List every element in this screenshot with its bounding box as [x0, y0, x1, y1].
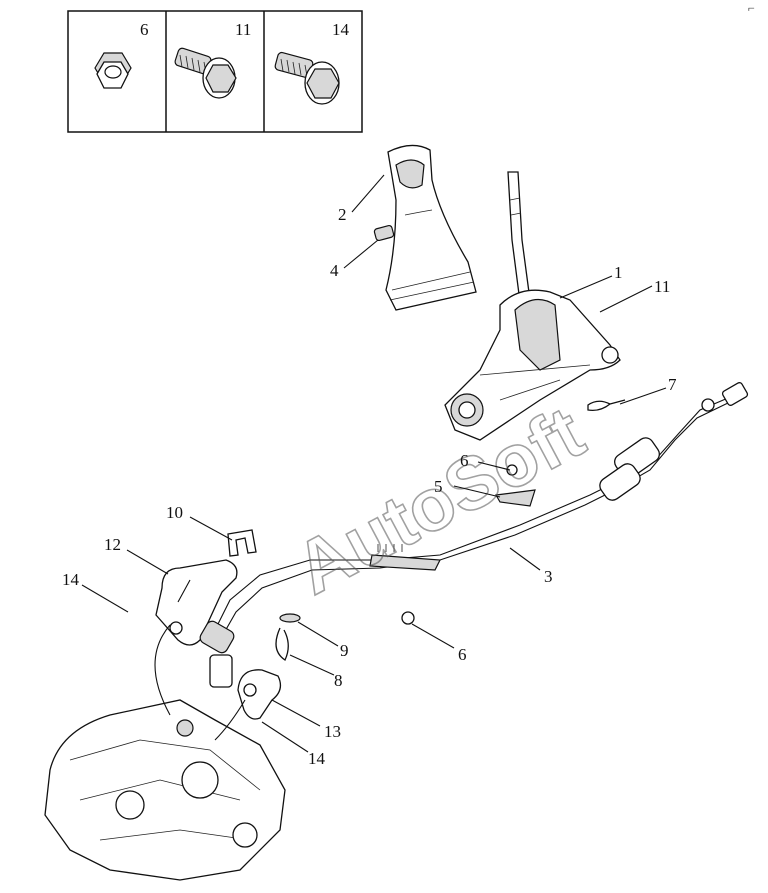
cable-ends: [199, 620, 235, 688]
lever-13: [237, 669, 282, 720]
bracket-clip-5: [495, 489, 536, 507]
callout-8: 8: [334, 671, 343, 690]
nut-6a: [506, 464, 518, 476]
callout-10: 10: [166, 503, 183, 522]
leader-lines: [81, 174, 667, 753]
box-number-6: 6: [140, 20, 149, 39]
clip-8: [275, 627, 289, 661]
callout-12: 12: [104, 535, 121, 554]
callout-3: 3: [544, 567, 553, 586]
knob-insert: [373, 224, 395, 242]
washer-9: [279, 613, 301, 623]
transmission-housing: [44, 699, 286, 881]
clip-10: [227, 529, 257, 557]
callout-6b: 6: [458, 645, 467, 664]
shift-cable-3: [214, 382, 749, 641]
callout-7: 7: [668, 375, 677, 394]
callout-6a: 6: [460, 451, 469, 470]
callout-4: 4: [330, 261, 339, 280]
flange-bolt-icon-14: [274, 51, 340, 105]
callout-9: 9: [340, 641, 349, 660]
gear-knob-boot: [385, 144, 477, 311]
callout-1: 1: [614, 263, 623, 282]
hex-nut-icon: [94, 52, 132, 89]
retaining-clip-7: [587, 399, 626, 412]
box-number-11: 11: [235, 20, 251, 39]
callout-13: 13: [324, 722, 341, 741]
box-number-14: 14: [332, 20, 350, 39]
flange-bolt-icon-11: [174, 47, 237, 99]
callout-5: 5: [434, 477, 443, 496]
bracket-12: [155, 559, 238, 646]
callout-14a: 14: [62, 570, 80, 589]
callout-11: 11: [654, 277, 670, 296]
fastener-box: 6 11 14: [67, 10, 363, 133]
corner-mark: ⌐: [748, 1, 755, 15]
callout-14b: 14: [308, 749, 326, 768]
nut-6b: [401, 611, 415, 625]
shift-lever-assembly: [444, 171, 621, 441]
callout-2: 2: [338, 205, 347, 224]
